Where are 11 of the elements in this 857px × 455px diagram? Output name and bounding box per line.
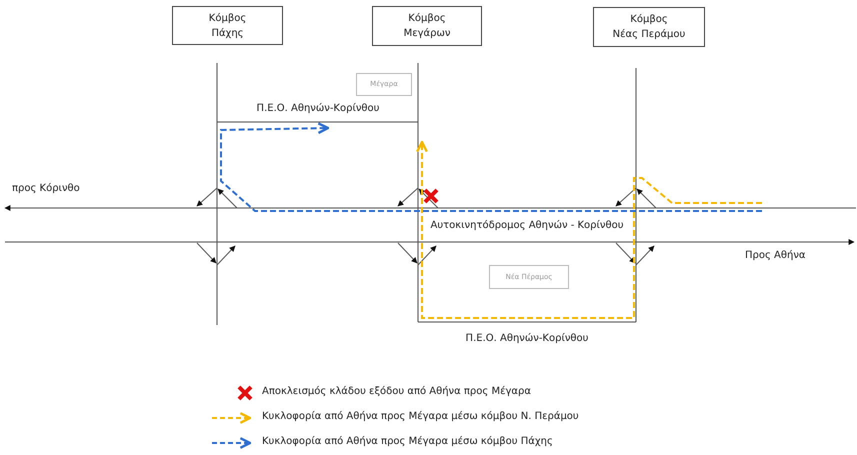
direction-label: Προς Αθήνα — [745, 250, 806, 261]
legend-label: Κυκλοφορία από Αθήνα προς Μέγαρα μέσω κόμβου Ν. Περάμου — [262, 411, 579, 422]
road-label: Π.Ε.Ο. Αθηνών-Κορίνθου — [256, 103, 380, 114]
road-label: Αυτοκινητόδρομος Αθηνών - Κορίνθου — [430, 220, 624, 231]
road-label: Π.Ε.Ο. Αθηνών-Κορίνθου — [466, 333, 588, 344]
junction-box: Κόμβος Μεγάρων — [372, 6, 482, 46]
junction-box: Κόμβος Νέας Περάμου — [593, 7, 705, 47]
legend-label: Αποκλεισμός κλάδου εξόδου από Αθήνα προς Μέγαρα — [262, 386, 531, 397]
junction-box: Κόμβος Πάχης — [172, 6, 283, 45]
direction-label: προς Κόρινθο — [12, 183, 80, 194]
legend-label: Κυκλοφορία από Αθήνα προς Μέγαρα μέσω κόμβου Πάχης — [262, 436, 553, 447]
